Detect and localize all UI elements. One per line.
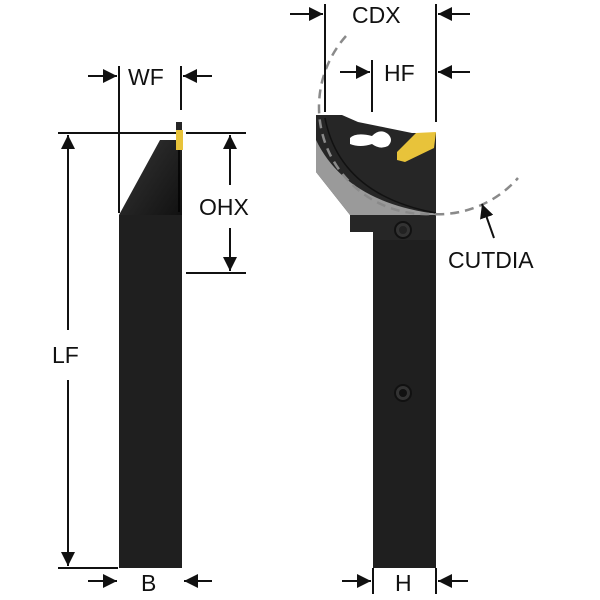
b-dimension: B <box>88 570 212 596</box>
lf-label: LF <box>52 342 79 368</box>
cutdia-label: CUTDIA <box>448 247 534 273</box>
ohx-label: OHX <box>199 194 249 220</box>
insert-front <box>397 132 436 162</box>
head-gray-region <box>316 140 436 215</box>
wf-label: WF <box>128 64 164 90</box>
h-label: H <box>395 570 412 596</box>
head-side <box>119 122 182 215</box>
h-dimension: H <box>342 568 468 596</box>
hf-dimension: HF <box>340 60 470 112</box>
lf-dimension: LF <box>52 132 176 569</box>
cutdia-callout: CUTDIA <box>448 203 534 273</box>
cdx-label: CDX <box>352 2 401 28</box>
front-view-tool <box>316 115 437 568</box>
cutdia-circle <box>317 35 519 216</box>
shank-side <box>119 215 182 568</box>
chip-slot <box>350 131 391 148</box>
ohx-dimension: OHX <box>186 132 249 274</box>
hf-label: HF <box>384 60 415 86</box>
cdx-dimension: CDX <box>290 2 470 122</box>
b-label: B <box>141 570 156 596</box>
insert-side <box>176 130 183 150</box>
wf-dimension: WF <box>88 64 212 213</box>
side-view-tool <box>119 122 183 568</box>
